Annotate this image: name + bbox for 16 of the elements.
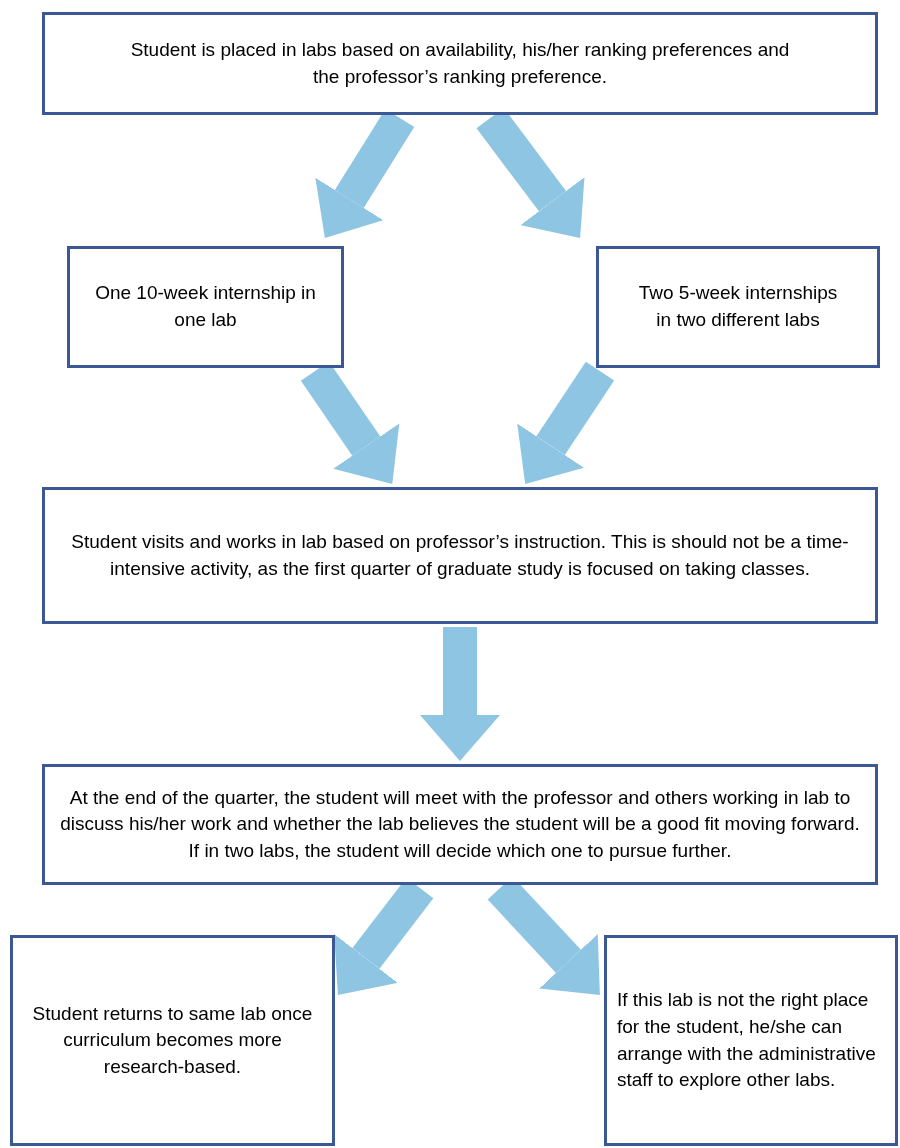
box-text: Two 5-week internships in two different labs bbox=[637, 281, 839, 332]
process-box bbox=[596, 246, 880, 368]
box-text: At the end of the quarter, the student will meet with the professor and others working in lab to discuss his/her work and whether the lab believes the student will be a good fit moving forward. If in two labs, the student will decide which one to pursue further. bbox=[60, 785, 860, 863]
process-box bbox=[604, 935, 898, 1146]
box-text: Student returns to same lab once curriculum becomes more research-based. bbox=[31, 1001, 314, 1079]
process-box bbox=[42, 487, 878, 624]
box-text: Student is placed in labs based on availability, his/her ranking preferences and the professor’s ranking preference. bbox=[130, 37, 790, 89]
box-text: One 10-week internship in one lab bbox=[94, 281, 317, 332]
process-box bbox=[42, 12, 878, 115]
process-box bbox=[67, 246, 344, 368]
box-text: Student visits and works in lab based on professor’s instruction. This is should not be a time-intensive activity, as the first quarter of graduate study is focused on taking classes. bbox=[70, 529, 850, 581]
process-box bbox=[10, 935, 335, 1146]
block-arrow bbox=[420, 627, 500, 761]
process-box bbox=[42, 764, 878, 885]
block-arrow bbox=[517, 361, 615, 484]
box-text: If this lab is not the right place for the student, he/she can arrange with the administrative staff to explore other labs. bbox=[617, 988, 877, 1093]
